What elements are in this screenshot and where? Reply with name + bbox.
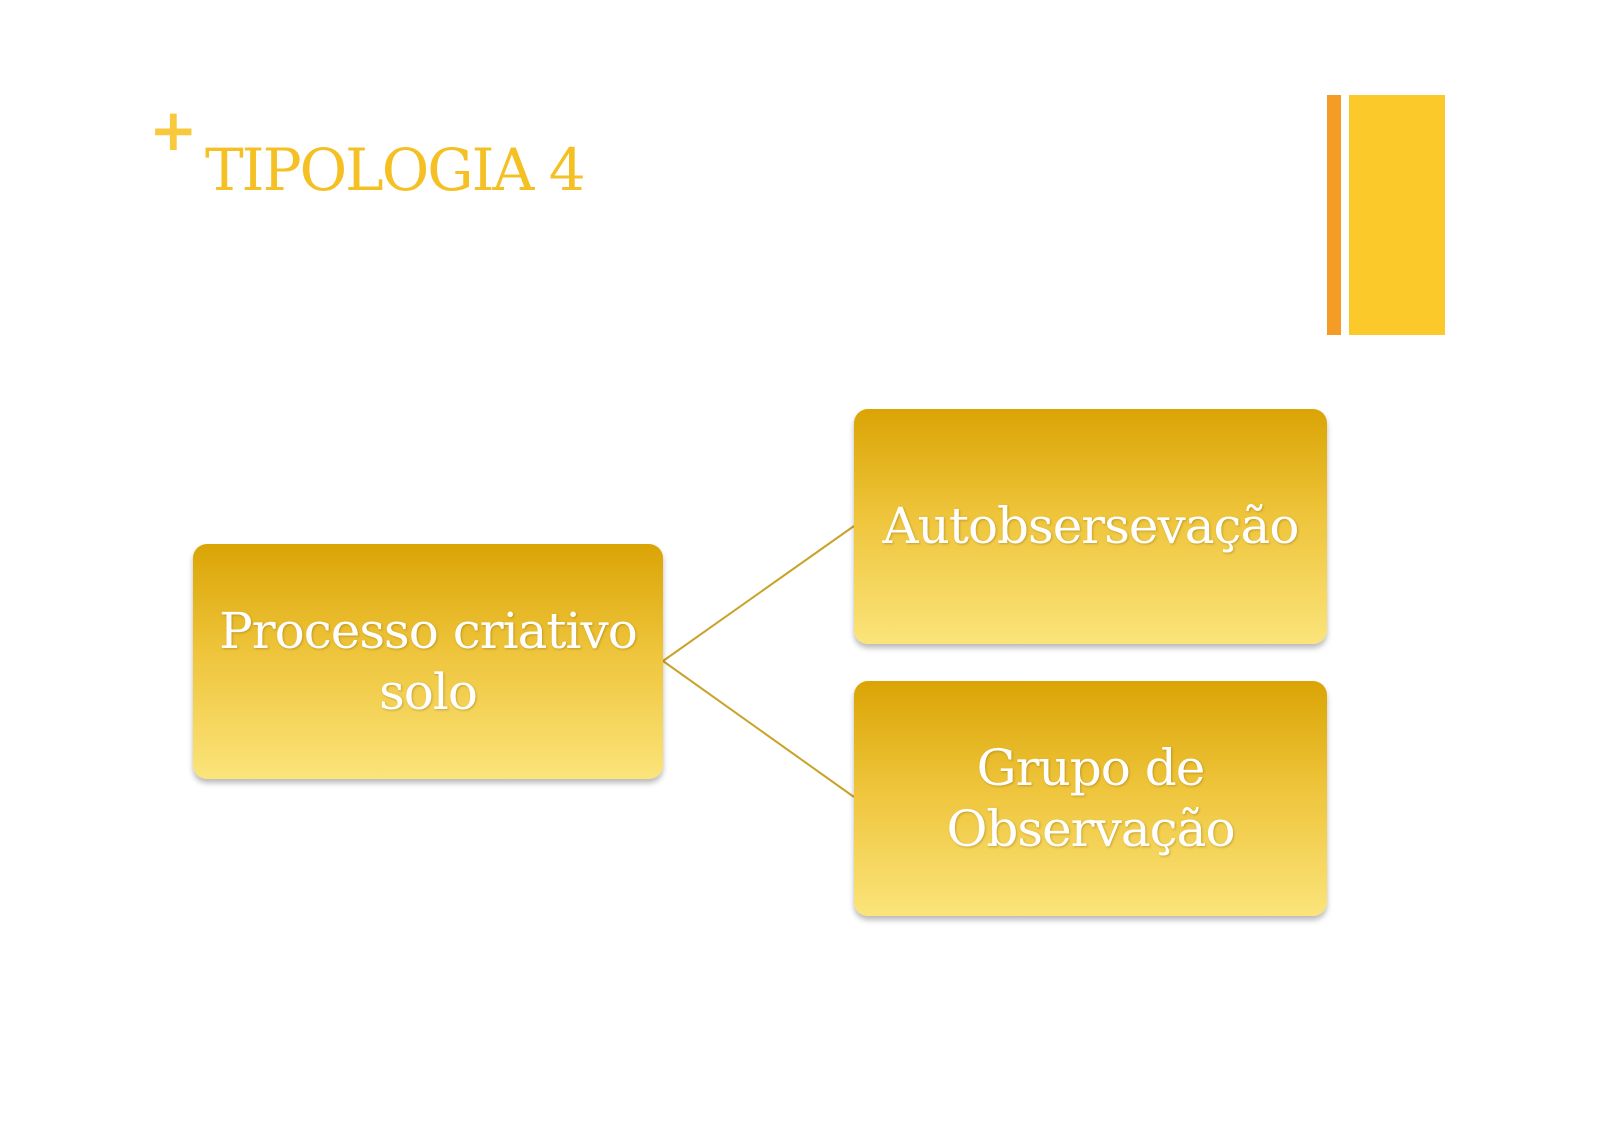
slide-title: TIPOLOGIA 4 [205,136,586,204]
connector-root-to-grupo [662,660,855,798]
plus-icon: + [149,96,198,164]
child-node-grupo-de-observacao: Grupo de Observação [854,681,1327,916]
connector-root-to-autobsersevacao [662,525,855,662]
accent-bar-orange [1327,95,1341,335]
accent-bar-yellow [1349,95,1445,335]
child-node-autobsersevacao: Autobsersevação [854,409,1327,644]
root-node-label: Processo criativo solo [219,601,638,721]
root-node-box: Processo criativo solo [193,544,663,779]
child-node-label: Autobsersevação [882,497,1300,555]
child-node-label: Grupo de Observação [946,738,1235,858]
